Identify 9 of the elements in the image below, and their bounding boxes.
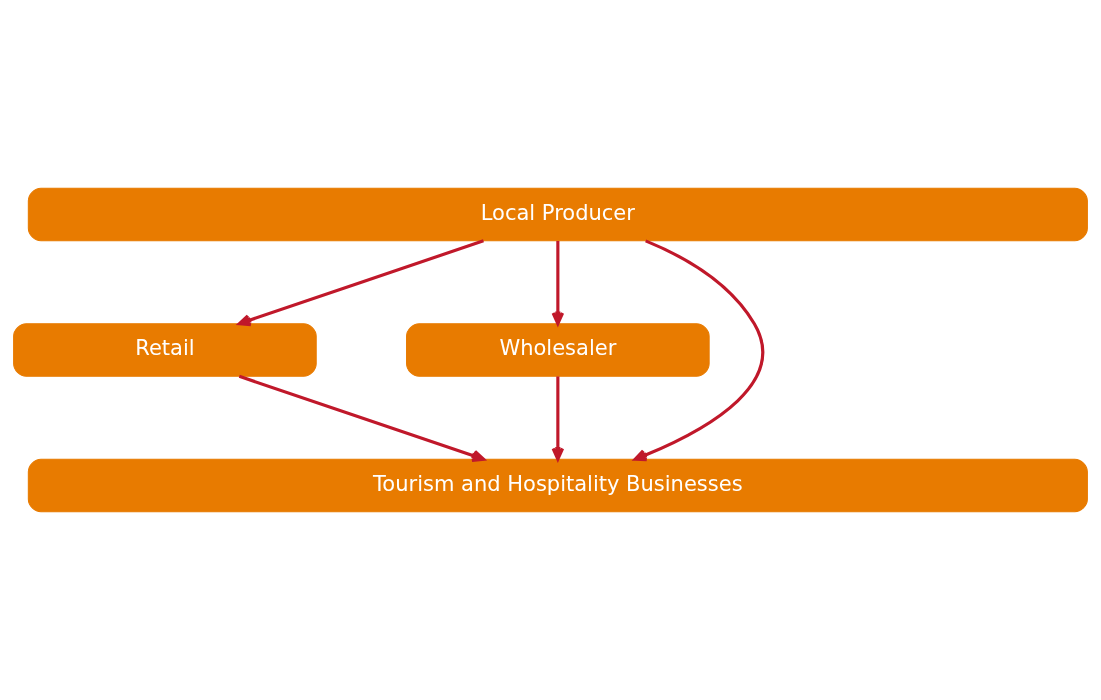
arrow [237, 239, 484, 327]
node-box: Wholesaler [406, 323, 710, 377]
node-box: Tourism and Hospitality Businesses [27, 458, 1088, 513]
node-box: Local Producer [27, 187, 1088, 242]
arrow [551, 376, 565, 461]
node-box: Retail [13, 323, 317, 377]
arrow [238, 374, 486, 462]
arrow [551, 240, 565, 326]
arrow [633, 239, 765, 462]
